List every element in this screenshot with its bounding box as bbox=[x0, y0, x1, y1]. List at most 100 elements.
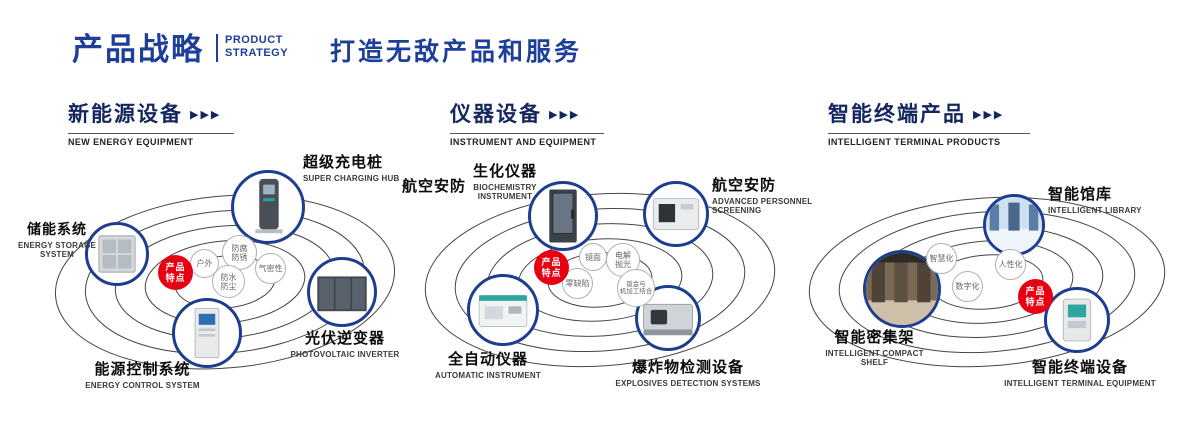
product-name-en: EXPLOSIVES DETECTION SYSTEMS bbox=[615, 379, 761, 388]
feature-text: 户外 bbox=[196, 259, 213, 268]
super-charging-hub-image bbox=[255, 178, 283, 234]
section-title: 智能终端产品 bbox=[828, 103, 966, 126]
label-energy-storage: 储能系统 ENERGY STORAGE SYSTEM bbox=[14, 219, 100, 259]
page-subtitle: PRODUCT STRATEGY bbox=[225, 34, 288, 60]
feature-text: 镜面 bbox=[585, 252, 601, 262]
product-name: 智能终端设备 bbox=[1031, 359, 1128, 376]
label-intelligent-library: 智能馆库 INTELLIGENT LIBRARY bbox=[1048, 183, 1142, 215]
section-heading-instrument: 仪器设备 ▶▶▶ INSTRUMENT AND EQUIPMENT bbox=[450, 98, 604, 147]
feature-text: 防锈 bbox=[231, 252, 248, 262]
section-subtitle: NEW ENERGY EQUIPMENT bbox=[68, 137, 194, 147]
product-name-en: SUPER CHARGING HUB bbox=[303, 174, 400, 183]
super-charging-hub-circle bbox=[231, 170, 305, 244]
energy-control-image bbox=[194, 307, 220, 359]
product-features-badge: 产品 特点 bbox=[534, 250, 569, 285]
product-features-badge: 产品 特点 bbox=[1018, 279, 1053, 314]
personnel-screening-image bbox=[652, 198, 700, 230]
biochem-instrument-image bbox=[549, 189, 577, 243]
feature-bubble-sheetmetal-machining: 钣金与 机加工结合 bbox=[617, 269, 655, 307]
feature-text: 气密性 bbox=[258, 264, 283, 273]
feature-text: 零缺陷 bbox=[565, 279, 590, 288]
page-title: 产品战略 bbox=[72, 32, 204, 67]
heading-rule bbox=[828, 133, 1030, 134]
heading-rule bbox=[68, 133, 234, 134]
automatic-instrument-image bbox=[478, 294, 528, 327]
badge-line: 产品 bbox=[165, 261, 186, 272]
page-subtitle-bottom: STRATEGY bbox=[225, 47, 289, 59]
product-name-en: BIOCHEMISTRY bbox=[473, 183, 537, 192]
pv-inverter-image bbox=[317, 276, 367, 312]
page-tagline: 打造无敌产品和服务 bbox=[330, 38, 583, 66]
section-title: 新能源设备 bbox=[68, 103, 183, 126]
energy-control-circle bbox=[172, 298, 242, 368]
product-name: 超级充电桩 bbox=[303, 154, 384, 171]
pv-inverter-circle bbox=[307, 257, 377, 327]
feature-bubble-outdoor: 户外 bbox=[190, 249, 219, 278]
energy-storage-circle bbox=[85, 222, 149, 286]
product-name-en: SYSTEM bbox=[39, 250, 75, 259]
section-title: 仪器设备 bbox=[450, 103, 542, 126]
product-name-en: INTELLIGENT LIBRARY bbox=[1048, 206, 1142, 215]
compact-shelf-image bbox=[866, 253, 938, 325]
biochem-instrument-circle bbox=[528, 181, 598, 251]
arrows-icon: ▶▶▶ bbox=[549, 109, 581, 121]
label-personnel-screening: 航空安防 ADVANCED PERSONNEL SCREENING bbox=[712, 174, 812, 215]
feature-text: 智慧化 bbox=[929, 254, 954, 263]
feature-text: 抛光 bbox=[615, 260, 631, 269]
feature-text: 防腐 bbox=[231, 243, 248, 253]
product-name-en: SCREENING bbox=[712, 206, 762, 215]
product-name: 生化仪器 bbox=[472, 163, 537, 180]
feature-text: 防尘 bbox=[220, 281, 237, 291]
terminal-equipment-circle bbox=[1044, 287, 1110, 353]
feature-bubble-airtight: 气密性 bbox=[255, 253, 286, 284]
product-name: 智能馆库 bbox=[1048, 186, 1113, 203]
feature-text: 数字化 bbox=[955, 282, 980, 291]
feature-bubble-digital: 数字化 bbox=[952, 271, 983, 302]
section-heading-new-energy: 新能源设备 ▶▶▶ NEW ENERGY EQUIPMENT bbox=[68, 98, 234, 147]
label-terminal-equipment: 智能终端设备 INTELLIGENT TERMINAL EQUIPMENT bbox=[1000, 356, 1160, 388]
orbit-rings-instrument bbox=[424, 192, 776, 368]
product-name-en: PHOTOVOLTAIC INVERTER bbox=[290, 350, 400, 359]
arrows-icon: ▶▶▶ bbox=[973, 109, 1005, 121]
product-name-en: INSTRUMENT bbox=[477, 192, 533, 201]
product-name: 光伏逆变器 bbox=[304, 330, 385, 347]
label-pv-inverter: 光伏逆变器 PHOTOVOLTAIC INVERTER bbox=[285, 327, 405, 359]
terminal-equipment-image bbox=[1062, 298, 1092, 342]
product-name-en: INTELLIGENT TERMINAL EQUIPMENT bbox=[1004, 379, 1156, 388]
explosives-detection-image bbox=[643, 303, 693, 336]
feature-text: 人性化 bbox=[998, 260, 1023, 269]
badge-line: 特点 bbox=[541, 267, 562, 278]
feature-text: 机加工结合 bbox=[619, 288, 653, 295]
product-name: 全自动仪器 bbox=[447, 351, 528, 368]
label-aviation-security: 航空安防 bbox=[402, 175, 466, 196]
feature-bubble-waterproof: 防水 防尘 bbox=[212, 265, 245, 298]
feature-text: 防水 bbox=[220, 272, 237, 282]
feature-bubble-mirror: 镜面 bbox=[579, 243, 607, 271]
product-features-badge: 产品 特点 bbox=[158, 255, 193, 290]
product-name: 航空安防 bbox=[402, 178, 467, 195]
product-name: 智能密集架 bbox=[834, 329, 915, 346]
product-name-en: AUTOMATIC INSTRUMENT bbox=[435, 371, 541, 380]
page-subtitle-top: PRODUCT bbox=[225, 34, 283, 46]
product-name-en: ENERGY STORAGE bbox=[17, 241, 97, 250]
badge-line: 特点 bbox=[1025, 296, 1046, 307]
product-name: 爆炸物检测设备 bbox=[631, 359, 744, 376]
intelligent-library-circle bbox=[983, 194, 1045, 256]
personnel-screening-circle bbox=[643, 181, 709, 247]
label-automatic-instrument: 全自动仪器 AUTOMATIC INSTRUMENT bbox=[428, 348, 548, 380]
product-name-en: INTELLIGENT COMPACT bbox=[825, 349, 924, 358]
product-name-en: ENERGY CONTROL SYSTEM bbox=[85, 381, 200, 390]
feature-bubble-humanized: 人性化 bbox=[995, 249, 1026, 280]
title-divider bbox=[216, 34, 218, 62]
arrows-icon: ▶▶▶ bbox=[190, 109, 222, 121]
automatic-instrument-circle bbox=[467, 274, 539, 346]
feature-text: 钣金与 bbox=[626, 280, 646, 288]
energy-storage-image bbox=[98, 235, 136, 273]
section-subtitle: INSTRUMENT AND EQUIPMENT bbox=[450, 137, 597, 147]
product-name-en: SHELF bbox=[860, 358, 889, 367]
product-name: 储能系统 bbox=[27, 221, 87, 237]
product-name: 航空安防 bbox=[712, 177, 777, 194]
label-biochem-instrument: 生化仪器 BIOCHEMISTRY INSTRUMENT bbox=[460, 160, 550, 201]
label-super-charging-hub: 超级充电桩 SUPER CHARGING HUB bbox=[303, 151, 400, 183]
